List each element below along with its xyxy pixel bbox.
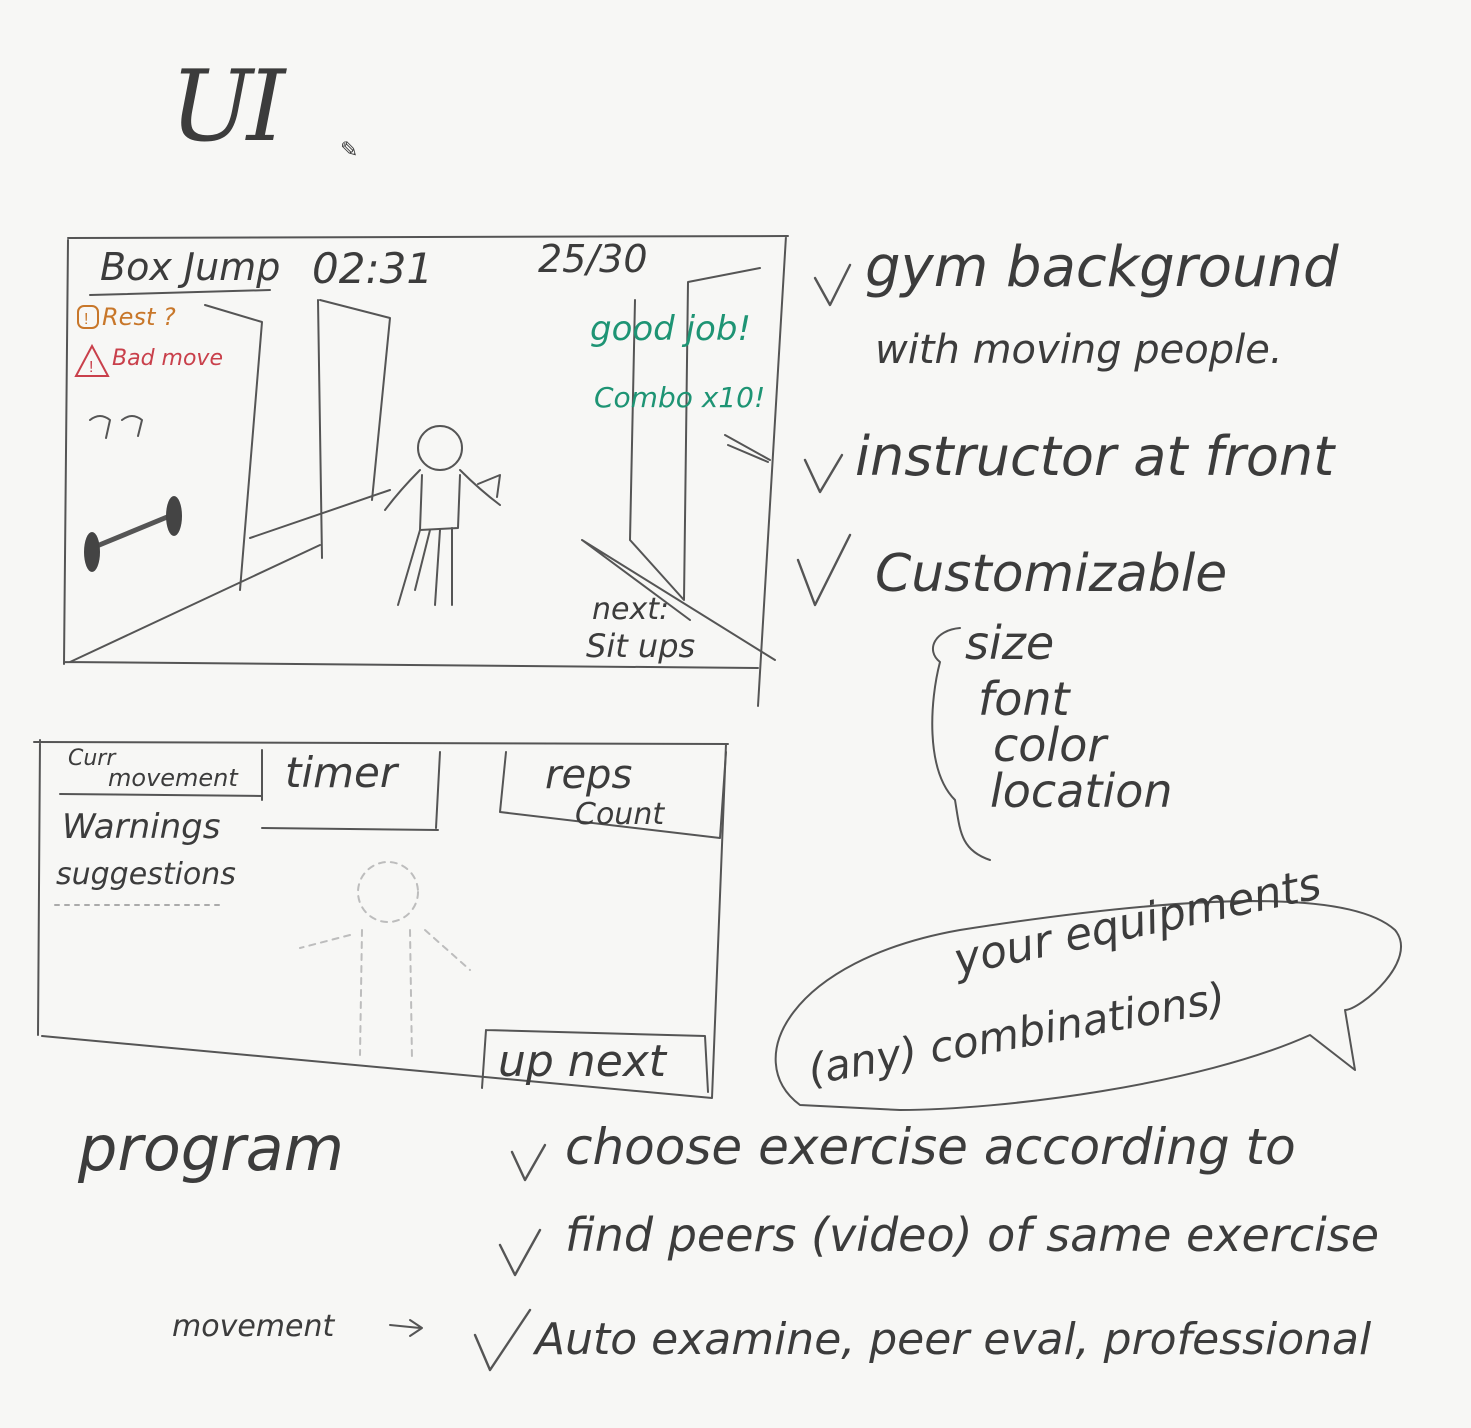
page-title: UI (170, 50, 285, 164)
dumbbell-rack-icon (89, 415, 143, 439)
warnings-label: Warnings (62, 807, 221, 847)
next-exercise: Sit ups (586, 627, 696, 665)
timer-label: timer (285, 748, 398, 797)
barbell-icon (89, 512, 175, 551)
option-size: size (965, 616, 1055, 670)
warning-triangle-icon (74, 343, 110, 377)
praise-combo: Combo x10! (594, 381, 766, 414)
next-label: next: (592, 592, 670, 627)
svg-text:!: ! (84, 311, 88, 328)
option-color: color (993, 718, 1107, 772)
checkmark-icon (473, 263, 852, 1372)
stick-figure-icon (384, 425, 501, 606)
option-font: font (978, 672, 1070, 726)
note-gym-background: gym background (865, 235, 1339, 300)
warning-circle-icon (77, 305, 99, 329)
movement-label: movement (172, 1309, 335, 1344)
exercise-name: Box Jump (100, 245, 281, 289)
note-moving-people: with moving people. (875, 327, 1283, 373)
pencil-icon: ✎ (340, 138, 359, 163)
up-next-label: up next (498, 1036, 667, 1087)
praise-good-job: good job! (590, 309, 752, 349)
note-choose-exercise: choose exercise according to (565, 1118, 1296, 1176)
note-find-peers: find peers (video) of same exercise (565, 1208, 1380, 1262)
count-label: Count (575, 797, 665, 832)
note-auto-examine: Auto examine, peer eval, professional (535, 1314, 1372, 1365)
svg-text:!: ! (89, 359, 93, 376)
reps-label: reps (545, 752, 633, 798)
program-heading: program (78, 1112, 345, 1185)
curr-movement-label-1: Curr (68, 746, 116, 771)
note-instructor: instructor at front (855, 425, 1335, 488)
reps-counter: 25/30 (538, 237, 648, 281)
warning-bad-move: Bad move (112, 346, 223, 371)
note-customizable: Customizable (875, 544, 1228, 604)
suggestions-label: suggestions (56, 857, 236, 892)
curr-movement-label-2: movement (108, 764, 238, 792)
option-location: location (990, 764, 1173, 818)
warning-rest: Rest ? (102, 303, 176, 331)
timer-display: 02:31 (312, 244, 434, 293)
